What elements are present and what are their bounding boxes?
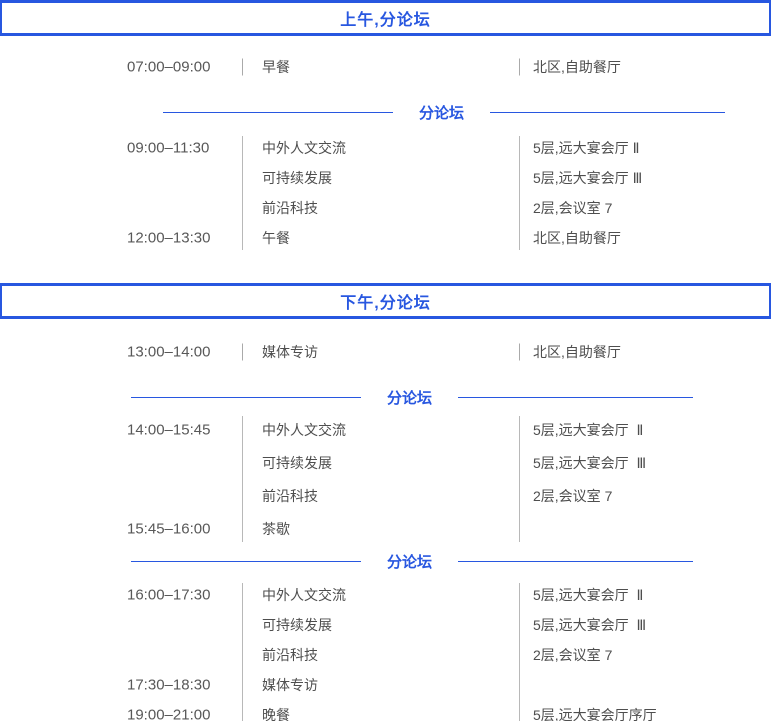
time-range: 16:00–17:30 — [127, 586, 211, 604]
schedule-row: 13:00–14:00 媒体专访 北区,自助餐厅 — [0, 335, 771, 369]
section-banner-title: 上午,分论坛 — [340, 12, 431, 29]
time-range: 15:45–16:00 — [127, 520, 211, 537]
schedule-block: 14:00–15:45 中外人文交流 5层,远大宴会厅 Ⅱ 可持续发展 5层,远… — [0, 413, 771, 545]
forum-divider-label: 分论坛 — [387, 389, 433, 407]
event-name: 晚餐 — [262, 707, 290, 721]
forum-divider-label: 分论坛 — [387, 553, 433, 571]
column-divider — [242, 58, 243, 76]
column-divider — [242, 583, 243, 721]
event-location: 2层,会议室 7 — [533, 200, 613, 216]
schedule-row: 14:00–15:45 中外人文交流 5层,远大宴会厅 Ⅱ — [0, 413, 771, 446]
time-range: 17:30–18:30 — [127, 676, 211, 694]
schedule-row: 07:00–09:00 早餐 北区,自助餐厅 — [0, 50, 771, 84]
event-location: 5层,远大宴会厅 Ⅱ — [533, 421, 644, 438]
column-divider — [519, 136, 520, 250]
schedule-row: 09:00–11:30 中外人文交流 5层,远大宴会厅 Ⅱ — [0, 133, 771, 163]
column-divider — [519, 416, 520, 542]
section-banner-afternoon: 下午,分论坛 — [0, 283, 771, 319]
schedule-row: 可持续发展 5层,远大宴会厅 Ⅲ — [0, 446, 771, 479]
time-range: 13:00–14:00 — [127, 343, 211, 361]
schedule-block: 16:00–17:30 中外人文交流 5层,远大宴会厅 Ⅱ 可持续发展 5层,远… — [0, 580, 771, 721]
event-name: 媒体专访 — [262, 677, 318, 693]
event-location: 5层,远大宴会厅 Ⅲ — [533, 454, 647, 471]
schedule-row: 15:45–16:00 茶歇 — [0, 512, 771, 545]
time-range: 07:00–09:00 — [127, 58, 211, 76]
time-range: 12:00–13:30 — [127, 229, 211, 247]
section-banner-title: 下午,分论坛 — [340, 295, 431, 312]
event-name: 茶歇 — [262, 520, 290, 537]
event-name: 早餐 — [262, 59, 290, 75]
schedule-row: 17:30–18:30 媒体专访 — [0, 670, 771, 700]
event-name: 媒体专访 — [262, 344, 318, 360]
schedule-row: 可持续发展 5层,远大宴会厅 Ⅲ — [0, 610, 771, 640]
event-location: 北区,自助餐厅 — [533, 344, 621, 360]
event-name: 中外人文交流 — [262, 421, 346, 438]
event-location: 5层,远大宴会厅 Ⅲ — [533, 617, 647, 633]
time-range: 14:00–15:45 — [127, 421, 211, 438]
event-name: 中外人文交流 — [262, 140, 346, 156]
time-range: 09:00–11:30 — [127, 139, 210, 157]
schedule-row: 前沿科技 2层,会议室 7 — [0, 193, 771, 223]
forum-divider-line — [131, 560, 361, 562]
event-location: 5层,远大宴会厅 Ⅲ — [533, 170, 643, 186]
event-location: 5层,远大宴会厅 Ⅱ — [533, 587, 644, 603]
schedule-row: 前沿科技 2层,会议室 7 — [0, 479, 771, 512]
event-name: 前沿科技 — [262, 647, 318, 663]
column-divider — [519, 583, 520, 721]
event-location: 5层,远大宴会厅序厅 — [533, 707, 657, 721]
event-name: 前沿科技 — [262, 200, 318, 216]
event-name: 可持续发展 — [262, 617, 332, 633]
event-location: 5层,远大宴会厅 Ⅱ — [533, 140, 640, 156]
column-divider — [242, 343, 243, 361]
schedule-block: 09:00–11:30 中外人文交流 5层,远大宴会厅 Ⅱ 可持续发展 5层,远… — [0, 133, 771, 253]
column-divider — [519, 58, 520, 76]
time-range: 19:00–21:00 — [127, 706, 211, 721]
schedule-row: 19:00–21:00 晚餐 5层,远大宴会厅序厅 — [0, 700, 771, 721]
forum-divider-line — [458, 560, 693, 562]
forum-divider-line — [458, 396, 693, 398]
column-divider — [519, 343, 520, 361]
schedule-row: 12:00–13:30 午餐 北区,自助餐厅 — [0, 223, 771, 253]
event-name: 前沿科技 — [262, 487, 318, 504]
schedule-row: 可持续发展 5层,远大宴会厅 Ⅲ — [0, 163, 771, 193]
event-name: 午餐 — [262, 230, 290, 246]
event-name: 可持续发展 — [262, 170, 332, 186]
forum-divider: 分论坛 — [131, 551, 693, 571]
forum-divider-line — [490, 111, 725, 113]
column-divider — [242, 416, 243, 542]
section-banner-morning: 上午,分论坛 — [0, 0, 771, 36]
forum-divider-label: 分论坛 — [419, 104, 465, 122]
forum-divider-line — [131, 396, 361, 398]
schedule-row: 16:00–17:30 中外人文交流 5层,远大宴会厅 Ⅱ — [0, 580, 771, 610]
event-location: 2层,会议室 7 — [533, 647, 613, 663]
schedule-row: 前沿科技 2层,会议室 7 — [0, 640, 771, 670]
event-name: 中外人文交流 — [262, 587, 346, 603]
event-location: 北区,自助餐厅 — [533, 230, 621, 246]
event-location: 2层,会议室 7 — [533, 487, 613, 504]
forum-divider: 分论坛 — [131, 387, 693, 407]
event-location: 北区,自助餐厅 — [533, 59, 621, 75]
forum-divider-line — [163, 111, 393, 113]
forum-divider: 分论坛 — [163, 102, 725, 122]
column-divider — [242, 136, 243, 250]
event-name: 可持续发展 — [262, 454, 332, 471]
